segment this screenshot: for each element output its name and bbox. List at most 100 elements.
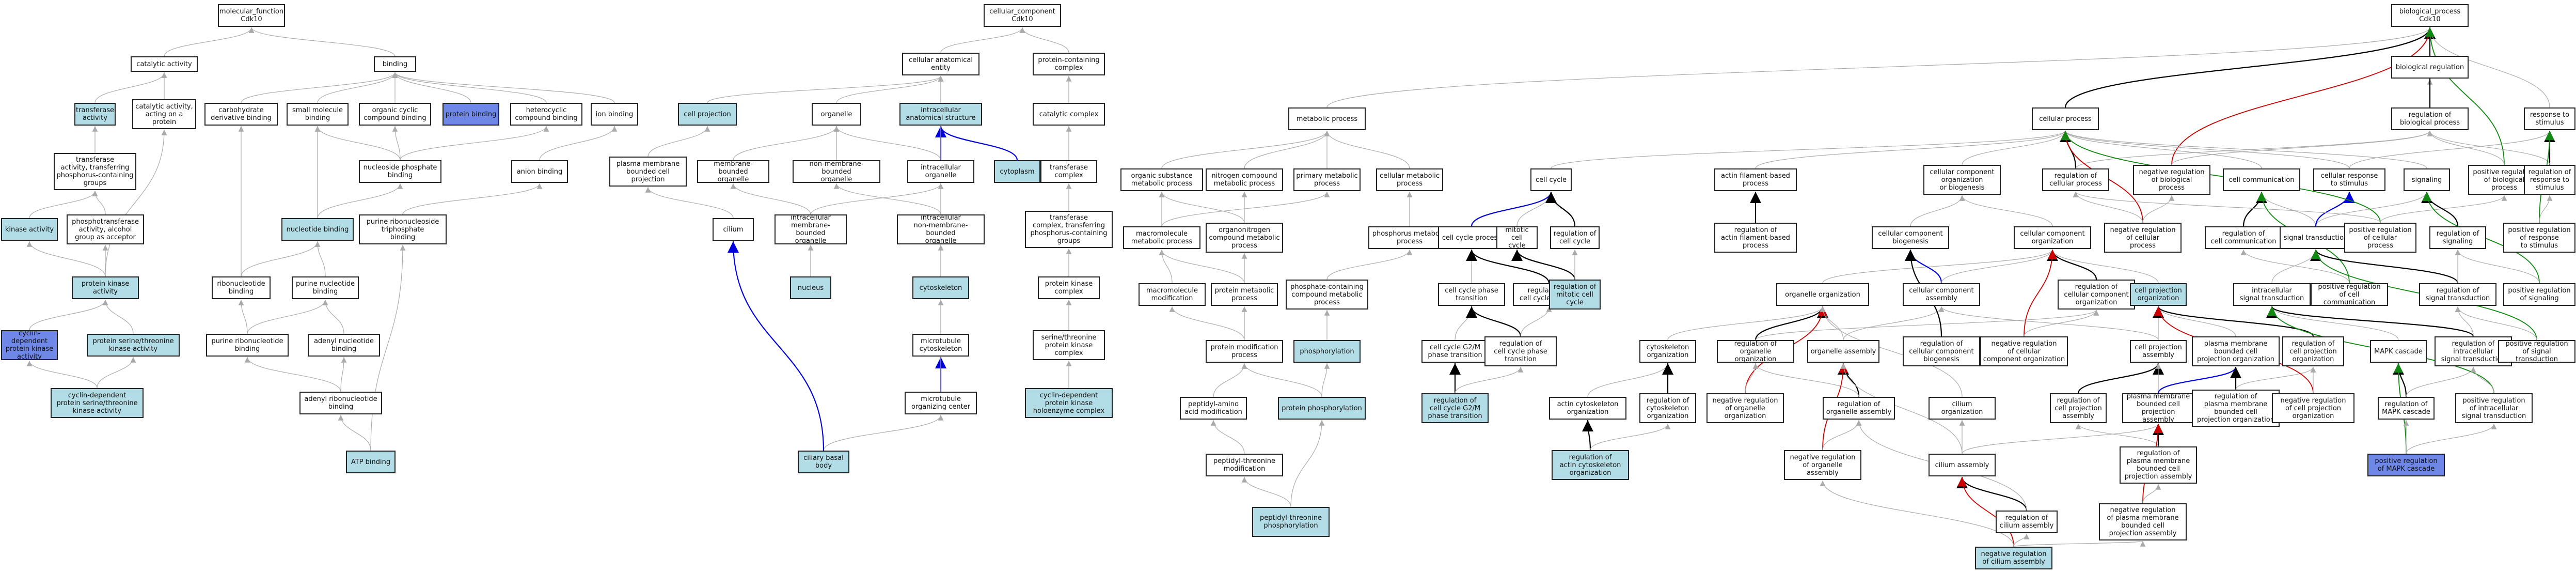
go-term-anion[interactable]: anion binding bbox=[511, 160, 568, 183]
go-term-purineribo[interactable]: purine ribonucleotide binding bbox=[206, 334, 289, 357]
go-term-intrasig[interactable]: intracellular signal transduction bbox=[2233, 283, 2311, 306]
go-term-cc[interactable]: cellular_component Cdk10 bbox=[984, 4, 1061, 27]
go-term-membbound[interactable]: membrane-bounded organelle bbox=[697, 160, 769, 183]
go-term-transcomplex2[interactable]: transferase complex, transferring phosph… bbox=[1025, 211, 1113, 248]
go-term-ionbind[interactable]: ion binding bbox=[591, 103, 638, 126]
go-term-protkinase[interactable]: protein kinase activity bbox=[72, 276, 139, 299]
go-term-cellprojassembly[interactable]: cell projection assembly bbox=[2130, 340, 2187, 363]
go-term-cellproj[interactable]: cell projection bbox=[678, 103, 737, 126]
go-term-regcellprojassembly[interactable]: regulation of cell projection assembly bbox=[2050, 393, 2107, 423]
go-term-cellresp[interactable]: cellular response to stimulus bbox=[2313, 168, 2385, 191]
go-term-catactprot[interactable]: catalytic activity, acting on a protein bbox=[132, 99, 196, 129]
go-term-cdkserthr[interactable]: cyclin-dependent protein serine/threonin… bbox=[51, 388, 144, 418]
go-term-regcellprojorg[interactable]: regulation of cell projection organizati… bbox=[2282, 336, 2344, 366]
go-term-signaling[interactable]: signaling bbox=[2404, 168, 2450, 191]
go-term-peptidylthr[interactable]: peptidyl-threonine modification bbox=[1206, 454, 1283, 476]
go-term-phosphorylation[interactable]: phosphorylation bbox=[1293, 340, 1361, 363]
go-term-kinase[interactable]: kinase activity bbox=[1, 218, 58, 241]
go-term-posregsigtrans[interactable]: positive regulation of signal transducti… bbox=[2498, 340, 2575, 363]
go-term-adenylribo[interactable]: adenyl ribonucleotide binding bbox=[299, 392, 382, 414]
go-term-catalytic[interactable]: catalytic activity bbox=[131, 56, 198, 72]
go-term-carbderiv[interactable]: carbohydrate derivative binding bbox=[204, 103, 278, 126]
go-term-phosalc[interactable]: phosphotransferase activity, alcohol gro… bbox=[67, 214, 144, 244]
go-term-negregcell[interactable]: negative regulation of cellular process bbox=[2104, 223, 2182, 253]
go-term-orgcyc[interactable]: organic cyclic compound binding bbox=[359, 103, 431, 126]
go-term-transphos[interactable]: transferase activity, transferring phosp… bbox=[54, 153, 136, 190]
go-term-organelleorg[interactable]: organelle organization bbox=[1776, 283, 1869, 306]
go-term-pmbcpassembly[interactable]: plasma membrane bounded cell projection … bbox=[2122, 393, 2194, 423]
go-term-regccbio[interactable]: regulation of cellular component biogene… bbox=[1903, 336, 1980, 366]
go-term-transferase[interactable]: transferase activity bbox=[74, 103, 116, 126]
go-term-actinproc[interactable]: actin filament-based process bbox=[1714, 168, 1797, 191]
go-term-organelle[interactable]: organelle bbox=[812, 103, 861, 126]
go-term-cellproc[interactable]: cellular process bbox=[2032, 107, 2099, 130]
go-term-atp[interactable]: ATP binding bbox=[346, 451, 396, 473]
go-term-cdk[interactable]: cyclin-dependent protein kinase activity bbox=[1, 330, 58, 360]
go-term-organelleassembly[interactable]: organelle assembly bbox=[1807, 340, 1879, 363]
go-term-intranonmemb[interactable]: intracellular non-membrane-bounded organ… bbox=[897, 214, 985, 244]
go-term-regactincytoorg[interactable]: regulation of actin cytoskeleton organiz… bbox=[1552, 450, 1629, 480]
go-term-regorganelleassembly[interactable]: regulation of organelle assembly bbox=[1823, 397, 1895, 420]
go-term-ciliumorg[interactable]: cilium organization bbox=[1929, 397, 1996, 420]
go-term-pkcomplex[interactable]: protein kinase complex bbox=[1038, 276, 1100, 299]
go-term-posregsignaling[interactable]: positive regulation of signaling bbox=[2503, 283, 2575, 306]
go-term-nonmemb[interactable]: non-membrane-bounded organelle bbox=[793, 160, 880, 183]
go-term-phoscomp[interactable]: phosphate-containing compound metabolic … bbox=[1286, 280, 1368, 310]
go-term-peptidylthrphos[interactable]: peptidyl-threonine phosphorylation bbox=[1252, 507, 1330, 537]
go-term-cytoorg[interactable]: cytoskeleton organization bbox=[1639, 340, 1696, 363]
go-term-cellmet[interactable]: cellular metabolic process bbox=[1376, 168, 1443, 191]
go-term-protbind[interactable]: protein binding bbox=[442, 103, 499, 126]
go-term-regcellcycle[interactable]: regulation of cell cycle bbox=[1550, 226, 1600, 249]
go-term-signaltrans[interactable]: signal transduction bbox=[2280, 226, 2352, 249]
go-term-phosmet[interactable]: phosphorus metabolic process bbox=[1368, 226, 1451, 249]
go-term-regactin[interactable]: regulation of actin filament-based proce… bbox=[1714, 223, 1797, 253]
go-term-ccassembly[interactable]: cellular component assembly bbox=[1903, 283, 1980, 306]
go-term-basalbody[interactable]: ciliary basal body bbox=[798, 451, 849, 473]
go-term-negregcellprojorg[interactable]: negative regulation of cell projection o… bbox=[2272, 393, 2354, 423]
go-term-mf[interactable]: molecular_function Cdk10 bbox=[218, 4, 285, 27]
go-term-hetcyc[interactable]: heterocyclic compound binding bbox=[510, 103, 582, 126]
go-term-cellcomm[interactable]: cell communication bbox=[2223, 168, 2300, 191]
go-term-metabolic[interactable]: metabolic process bbox=[1288, 107, 1366, 130]
go-term-regciliumassembly[interactable]: regulation of cilium assembly bbox=[1996, 511, 2058, 533]
go-term-regorganelleorg[interactable]: regulation of organelle organization bbox=[1717, 340, 1794, 363]
go-term-regpmbcporg[interactable]: regulation of plasma membrane bounded ce… bbox=[2192, 390, 2280, 427]
go-term-regresp[interactable]: regulation of response to stimulus bbox=[2524, 165, 2575, 195]
go-term-negregorganelleassembly[interactable]: negative regulation of organelle assembl… bbox=[1784, 450, 1861, 480]
go-term-organonitrogen[interactable]: organonitrogen compound metabolic proces… bbox=[1206, 223, 1283, 253]
go-term-smallmol[interactable]: small molecule binding bbox=[287, 103, 349, 126]
go-term-protcomplex[interactable]: protein-containing complex bbox=[1033, 53, 1105, 75]
go-term-purineribotri[interactable]: purine ribonucleoside triphosphate bindi… bbox=[359, 214, 447, 244]
go-term-binding[interactable]: binding bbox=[374, 56, 416, 72]
go-term-cilium[interactable]: cilium bbox=[713, 218, 754, 241]
go-term-ciliumassembly[interactable]: cilium assembly bbox=[1929, 454, 1996, 476]
go-term-posregmapk[interactable]: positive regulation of MAPK cascade bbox=[2367, 454, 2445, 476]
go-term-intraorg[interactable]: intracellular organelle bbox=[907, 160, 974, 183]
go-term-regccorg[interactable]: regulation of cellular component organiz… bbox=[2058, 280, 2135, 310]
go-term-actincytoorg[interactable]: actin cytoskeleton organization bbox=[1549, 397, 1626, 420]
go-term-orgsubst[interactable]: organic substance metabolic process bbox=[1120, 168, 1203, 191]
go-term-posregintrasig[interactable]: positive regulation of intracellular sig… bbox=[2455, 393, 2533, 423]
go-term-regsignaling[interactable]: regulation of signaling bbox=[2429, 226, 2486, 249]
go-term-intramemb[interactable]: intracellular membrane-bounded organelle bbox=[775, 214, 847, 244]
go-term-serthr[interactable]: protein serine/threonine kinase activity bbox=[87, 334, 180, 357]
go-term-cytoskeleton[interactable]: cytoskeleton bbox=[912, 276, 969, 299]
go-term-bp[interactable]: biological_process Cdk10 bbox=[2391, 4, 2469, 27]
go-term-nucleotide[interactable]: nucleotide binding bbox=[281, 218, 354, 241]
go-term-protphos[interactable]: protein phosphorylation bbox=[1278, 397, 1366, 420]
go-term-ccphase[interactable]: cell cycle phase transition bbox=[1438, 283, 1505, 306]
go-term-cytoplasm[interactable]: cytoplasm bbox=[994, 160, 1040, 183]
go-term-bioreg[interactable]: biological regulation bbox=[2391, 56, 2469, 79]
go-term-posregresp[interactable]: positive regulation of response to stimu… bbox=[2503, 223, 2575, 253]
go-term-ribonuc[interactable]: ribonucleotide binding bbox=[212, 276, 271, 299]
go-term-purinenuc[interactable]: purine nucleotide binding bbox=[292, 276, 359, 299]
go-term-nucleus[interactable]: nucleus bbox=[790, 276, 831, 299]
go-term-negregccorg[interactable]: negative regulation of cellular componen… bbox=[1980, 336, 2068, 366]
go-term-cdkholo[interactable]: cyclin-dependent protein kinase holoenzy… bbox=[1025, 388, 1113, 418]
go-term-response[interactable]: response to stimulus bbox=[2524, 107, 2575, 130]
go-term-intracellular[interactable]: intracellular anatomical structure bbox=[899, 103, 982, 126]
go-term-ccorg[interactable]: cellular component organization bbox=[2014, 226, 2091, 249]
go-term-nucphos[interactable]: nucleoside phosphate binding bbox=[359, 160, 441, 183]
go-term-cellcycleproc[interactable]: cell cycle process bbox=[1438, 226, 1505, 249]
go-term-mtcyto[interactable]: microtubule cytoskeleton bbox=[912, 334, 969, 357]
